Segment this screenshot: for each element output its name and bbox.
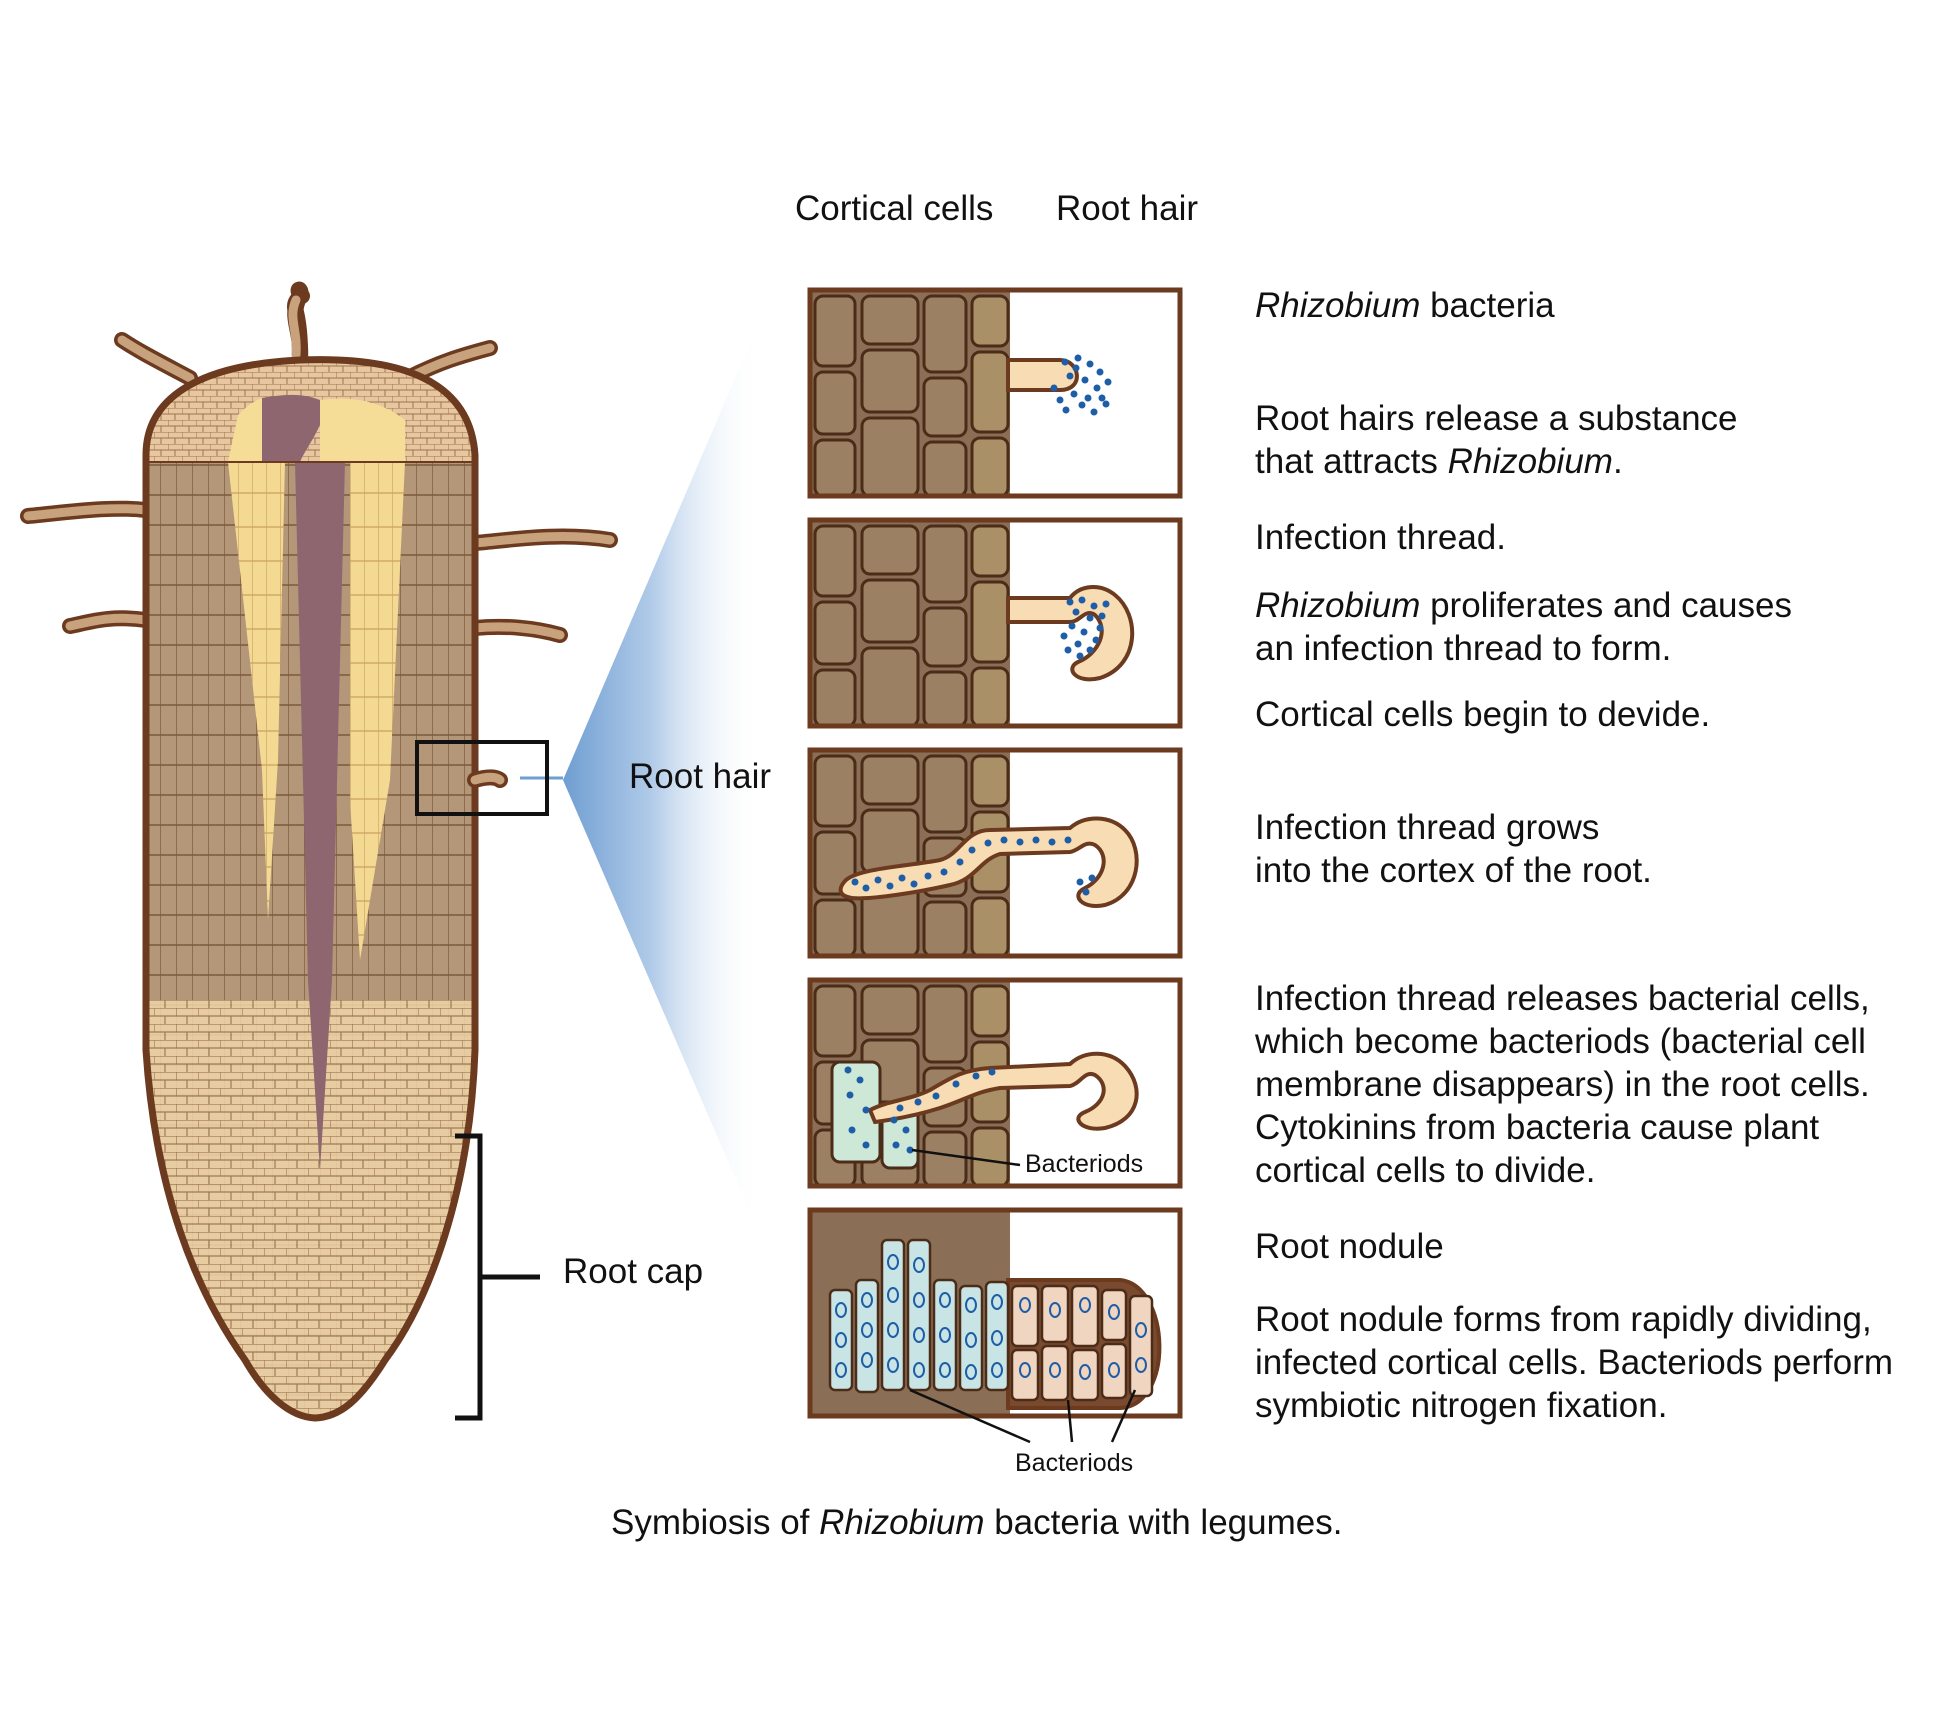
step-2-desc-3: Cortical cells begin to devide. [1255, 695, 1711, 734]
root-cap-bracket [455, 1133, 540, 1421]
step-2-desc-1-italic: Rhizobium [1255, 586, 1421, 625]
panel-4 [807, 977, 1183, 1189]
step-2-desc-2: an infection thread to form. [1255, 629, 1672, 668]
root-illustration [20, 281, 618, 1422]
bacteriods-pointer-4 [911, 1148, 1021, 1167]
header-cortical-cells: Cortical cells [795, 189, 994, 228]
step-2-title: Infection thread. [1255, 518, 1506, 557]
label-root-cap: Root cap [563, 1252, 704, 1291]
step-4-line-4: Cytokinins from bacteria cause plant [1255, 1108, 1820, 1147]
step-1-desc-2-italic: Rhizobium [1447, 442, 1613, 481]
step-5-title: Root nodule [1255, 1227, 1444, 1266]
step-1-title-italic: Rhizobium [1255, 286, 1421, 325]
step-1-title-rest: bacteria [1420, 286, 1555, 325]
panel-3 [807, 747, 1183, 959]
zoom-wedge [563, 320, 760, 1235]
step-4-line-2: which become bacteriods (bacterial cell [1255, 1022, 1866, 1061]
step-1-title: Rhizobium bacteria [1255, 284, 1555, 327]
step-3-desc-1: Infection thread grows [1255, 808, 1600, 847]
step-4-line-3: membrane disappears) in the root cells. [1255, 1065, 1870, 1104]
label-bacteriods-panel-5: Bacteriods [1015, 1449, 1134, 1477]
step-2-desc-1: Rhizobium proliferates and causes [1255, 584, 1792, 627]
step-1-desc-1: Root hairs release a substance [1255, 399, 1738, 438]
caption-pre: Symbiosis of [611, 1503, 820, 1542]
header-root-hair: Root hair [1056, 189, 1199, 228]
figure-caption: Symbiosis of Rhizobium bacteria with leg… [611, 1502, 1342, 1544]
label-bacteriods-panel-4: Bacteriods [1025, 1150, 1144, 1178]
panel-2 [807, 517, 1183, 729]
label-root-hair: Root hair [629, 757, 772, 796]
step-3-desc-2: into the cortex of the root. [1255, 851, 1652, 890]
panel-5 [807, 1207, 1183, 1444]
step-4-line-5: cortical cells to divide. [1255, 1151, 1596, 1190]
step-5-line-3: symbiotic nitrogen fixation. [1255, 1386, 1668, 1425]
caption-post: bacteria with legumes. [984, 1503, 1343, 1542]
bacteriods-pointers-5 [909, 1388, 1137, 1444]
step-1-desc-2: that attracts Rhizobium. [1255, 440, 1623, 483]
step-1-desc-2-post: . [1612, 442, 1623, 481]
panel-1 [807, 287, 1183, 499]
zoom-box [415, 740, 549, 816]
step-1-desc-2-pre: that attracts [1255, 442, 1448, 481]
step-2-desc-1-rest: proliferates and causes [1420, 586, 1792, 625]
step-4-line-1: Infection thread releases bacterial cell… [1255, 979, 1870, 1018]
step-5-line-1: Root nodule forms from rapidly dividing, [1255, 1300, 1872, 1339]
step-5-line-2: infected cortical cells. Bacteriods perf… [1255, 1343, 1894, 1382]
caption-italic: Rhizobium [819, 1503, 985, 1542]
